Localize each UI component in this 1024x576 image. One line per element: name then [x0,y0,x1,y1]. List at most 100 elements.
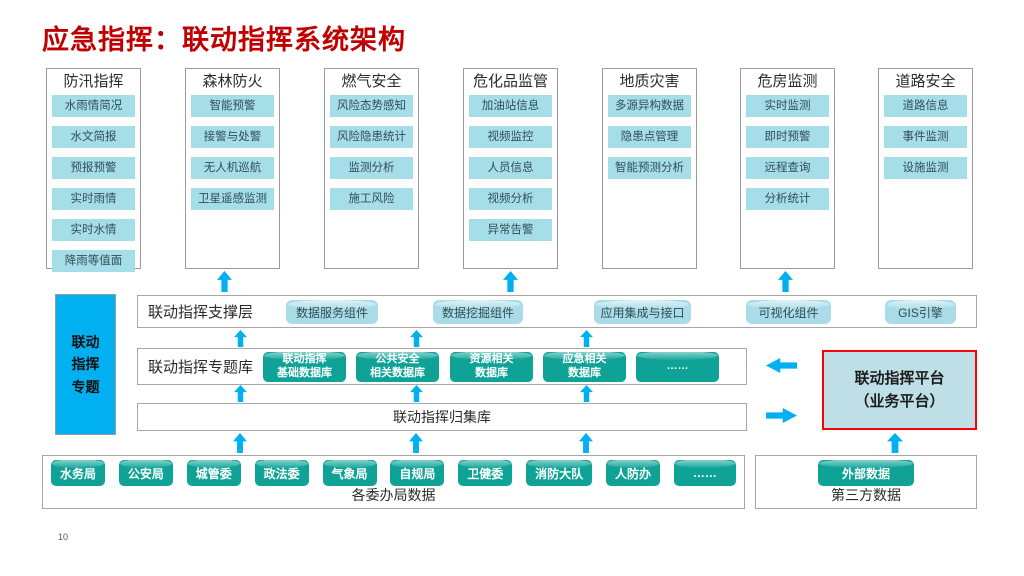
feature-item: 事件监测 [884,126,967,148]
third-party-box: 外部数据 第三方数据 [755,455,977,509]
source-cylinder: 公安局 [118,459,173,486]
column-flood-control: 防汛指挥 水雨情简况 水文简报 预报预警 实时雨情 实时水情 降雨等值面 [46,68,141,272]
database-cylinder: 资源相关 数据库 [450,351,533,382]
feature-item: 加油站信息 [469,95,552,117]
source-cylinder: 气象局 [322,459,377,486]
column-hazmat-supervision: 危化品监管 加油站信息 视频监控 人员信息 视频分析 异常告警 [463,68,558,269]
column-title: 危房监测 [757,73,818,90]
source-cylinder: 消防大队 [526,459,593,486]
column-items: 道路信息 事件监测 设施监测 [879,93,972,179]
component-pill: 数据挖掘组件 [433,300,523,324]
page-number: 10 [58,532,69,542]
component-label: GIS引擎 [898,305,943,320]
component-pill: 数据服务组件 [286,300,378,324]
source-cylinder: 政法委 [254,459,309,486]
source-cylinder: 水务局 [51,459,106,486]
feature-item: 视频监控 [469,126,552,148]
column-title: 道路安全 [895,73,956,90]
database-label: 资源相关 数据库 [469,353,514,379]
column-title: 燃气安全 [341,73,402,90]
platform-box: 联动指挥平台 （业务平台） [822,350,977,430]
component-pill: 可视化组件 [746,300,831,324]
source-label: 卫健委 [467,466,504,481]
database-label: 公共安全 相关数据库 [370,353,425,379]
column-items: 加油站信息 视频监控 人员信息 视频分析 异常告警 [464,93,557,241]
source-cylinder: 卫健委 [458,459,513,486]
up-arrow-icon [580,330,593,347]
component-label: 数据挖掘组件 [441,305,514,320]
feature-item: 预报预警 [52,157,135,179]
feature-item: 监测分析 [330,157,413,179]
component-label: 可视化组件 [758,305,819,320]
feature-item: 智能预警 [191,95,274,117]
column-title: 防汛指挥 [63,73,124,90]
column-geological-disaster: 地质灾害 多源异构数据 隐患点管理 智能预测分析 [602,68,697,269]
feature-item: 视频分析 [469,188,552,210]
up-arrow-icon [234,385,247,402]
feature-item: 降雨等值面 [52,250,135,272]
column-title: 危化品监管 [472,73,548,90]
component-pill: 应用集成与接口 [594,300,691,324]
source-label: 政法委 [263,466,300,481]
external-data-cylinder: 外部数据 [818,459,914,486]
up-arrow-icon [887,433,903,453]
bureau-data-box: 水务局 公安局 城管委 政法委 气象局 自规局 卫健委 消防大队 人防办 …… … [42,455,745,509]
up-arrow-icon [410,330,423,347]
left-arrow-icon [766,358,797,373]
source-label: 气象局 [331,466,368,481]
source-cylinder: 城管委 [186,459,241,486]
feature-item: 异常告警 [469,219,552,241]
component-pill: GIS引擎 [885,300,956,324]
source-label: 公安局 [127,466,164,481]
source-cylinder: 自规局 [390,459,445,486]
source-label: …… [692,466,717,480]
bureau-source-row: 水务局 公安局 城管委 政法委 气象局 自规局 卫健委 消防大队 人防办 …… [51,459,736,486]
column-road-safety: 道路安全 道路信息 事件监测 设施监测 [878,68,973,269]
database-cylinder: 应急相关 数据库 [543,351,626,382]
feature-item: 远程查询 [746,157,829,179]
column-items: 风险态势感知 风险隐患统计 监测分析 施工风险 [325,93,418,210]
column-items: 多源异构数据 隐患点管理 智能预测分析 [603,93,696,179]
column-title: 森林防火 [202,73,263,90]
up-arrow-icon [503,271,518,292]
column-items: 水雨情简况 水文简报 预报预警 实时雨情 实时水情 降雨等值面 [47,93,140,272]
feature-item: 多源异构数据 [608,95,691,117]
third-party-caption: 第三方数据 [831,487,901,503]
feature-item: 水雨情简况 [52,95,135,117]
feature-item: 水文简报 [52,126,135,148]
feature-item: 风险隐患统计 [330,126,413,148]
feature-item: 道路信息 [884,95,967,117]
feature-item: 实时水情 [52,219,135,241]
topic-db-layer-label: 联动指挥专题库 [148,359,254,376]
feature-item: 风险态势感知 [330,95,413,117]
feature-item: 实时雨情 [52,188,135,210]
column-building-monitoring: 危房监测 实时监测 即时预警 远程查询 分析统计 [740,68,835,269]
column-gas-safety: 燃气安全 风险态势感知 风险隐患统计 监测分析 施工风险 [324,68,419,269]
column-items: 实时监测 即时预警 远程查询 分析统计 [741,93,834,210]
collection-layer: 联动指挥归集库 [137,403,747,431]
bureau-data-caption: 各委办局数据 [351,487,436,503]
topic-db-layer: 联动指挥专题库 联动指挥 基础数据库 公共安全 相关数据库 资源相关 数据库 应… [137,348,747,385]
feature-item: 即时预警 [746,126,829,148]
feature-item: 分析统计 [746,188,829,210]
database-cylinder: 公共安全 相关数据库 [356,351,439,382]
up-arrow-icon [409,433,423,453]
database-label: …… [666,360,689,373]
feature-item: 施工风险 [330,188,413,210]
up-arrow-icon [410,385,423,402]
source-label: 自规局 [399,466,436,481]
up-arrow-icon [234,330,247,347]
feature-item: 人员信息 [469,157,552,179]
source-label: 消防大队 [535,466,584,481]
database-label: 应急相关 数据库 [562,353,607,379]
up-arrow-icon [778,271,793,292]
source-label: 人防办 [615,466,652,481]
column-title: 地质灾害 [619,73,680,90]
database-cylinder: 联动指挥 基础数据库 [263,351,346,382]
source-label: 水务局 [60,466,97,481]
up-arrow-icon [579,433,593,453]
feature-item: 智能预测分析 [608,157,691,179]
feature-item: 实时监测 [746,95,829,117]
support-layer: 联动指挥支撑层 数据服务组件 数据挖掘组件 应用集成与接口 可视化组件 GIS引… [137,295,977,328]
